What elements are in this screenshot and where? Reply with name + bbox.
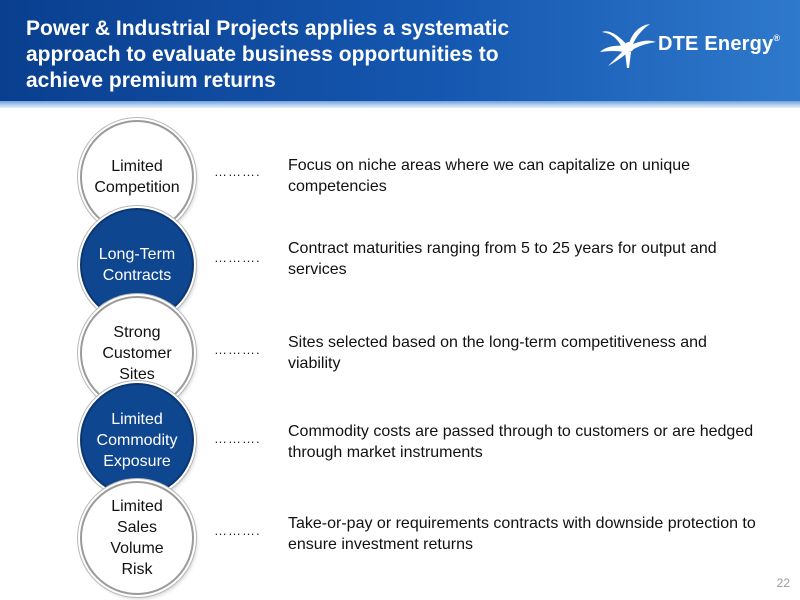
- leader-dots: ……….: [214, 523, 261, 538]
- description-long-term-contracts: Contract maturities ranging from 5 to 25…: [288, 240, 717, 278]
- leader-dots: ……….: [214, 342, 261, 357]
- registered-mark: ®: [773, 33, 781, 43]
- circle-label: Limited Sales Volume Risk: [110, 498, 164, 578]
- circle-limited-commodity-exposure: Limited Commodity Exposure: [80, 383, 194, 497]
- description-limited-competition: Focus on niche areas where we can capita…: [288, 157, 691, 195]
- page-number: 22: [776, 576, 790, 590]
- circle-label: Limited Commodity Exposure: [96, 410, 178, 470]
- circle-limited-competition: Limited Competition: [80, 120, 194, 234]
- leader-dots: ……….: [214, 164, 261, 179]
- spirit-of-energy-logo-icon: [600, 24, 656, 68]
- leader-dots: ……….: [214, 250, 261, 265]
- description-strong-customer-sites: Sites selected based on the long-term co…: [288, 334, 707, 372]
- logo-text: DTE Energy: [658, 33, 774, 55]
- description-limited-sales-volume-risk: Take-or-pay or requirements contracts wi…: [288, 515, 756, 553]
- company-logo: DTE Energy®: [598, 22, 788, 70]
- circle-limited-sales-volume-risk: Limited Sales Volume Risk: [80, 481, 194, 595]
- header-stripe: [0, 101, 800, 108]
- circle-label: Strong Customer Sites: [102, 323, 172, 383]
- logo-wordmark: DTE Energy®: [658, 33, 780, 56]
- slide-title: Power & Industrial Projects applies a sy…: [26, 17, 510, 92]
- description-limited-commodity-exposure: Commodity costs are passed through to cu…: [288, 423, 754, 461]
- slide-header: [0, 0, 800, 101]
- circle-label: Long-Term Contracts: [98, 246, 176, 284]
- circle-label: Limited Competition: [94, 158, 180, 196]
- leader-dots: ……….: [214, 431, 261, 446]
